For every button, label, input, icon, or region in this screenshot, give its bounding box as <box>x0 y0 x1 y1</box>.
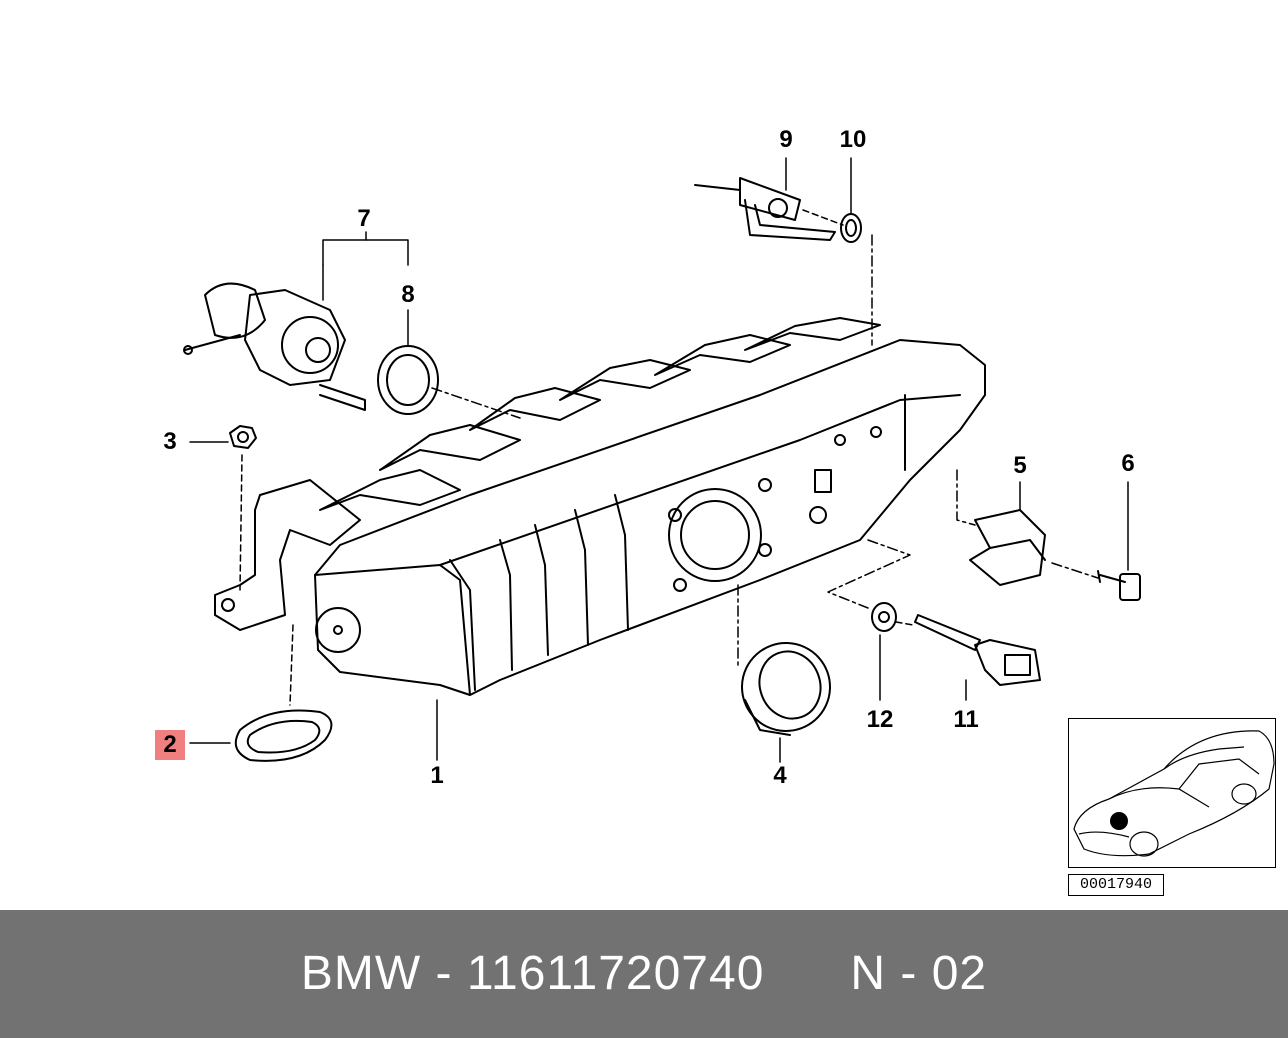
callout-11[interactable]: 11 <box>953 706 979 733</box>
car-outline-icon <box>1073 730 1275 857</box>
callout-7[interactable]: 7 <box>357 205 371 232</box>
callout-8[interactable]: 8 <box>401 281 415 308</box>
footer-caption: BMW - 11611720740 N - 02 <box>0 910 1288 1038</box>
nut-drawing <box>229 425 257 449</box>
ring-4-drawing <box>741 642 831 736</box>
callout-9[interactable]: 9 <box>779 126 793 153</box>
sensor-11-drawing <box>871 602 1041 686</box>
brand-label: BMW <box>300 947 422 1000</box>
callout-6[interactable]: 6 <box>1121 450 1135 477</box>
bolt-drawing <box>1097 570 1141 601</box>
sensor-9-drawing <box>694 177 862 243</box>
position-code: N - 02 <box>850 947 988 1000</box>
separator: - <box>435 947 453 1000</box>
diagram-code-label: 00017940 <box>1068 874 1164 896</box>
idle-valve-drawing <box>183 282 439 415</box>
callout-1[interactable]: 1 <box>430 762 444 789</box>
callout-12[interactable]: 12 <box>866 706 894 733</box>
callout-5[interactable]: 5 <box>1013 452 1027 479</box>
parts-diagram: 1 2 3 4 5 6 7 8 9 10 11 12 00017940 <box>155 126 1276 896</box>
gasket-drawing <box>234 709 333 762</box>
callout-2-highlighted[interactable]: 2 <box>155 730 185 760</box>
diagram-drawing <box>183 157 1141 763</box>
vehicle-location-thumbnail <box>1068 718 1276 868</box>
part-number: 11611720740 <box>466 947 765 1000</box>
callout-4[interactable]: 4 <box>773 762 787 789</box>
footer-bar: BMW - 11611720740 N - 02 <box>0 910 1288 1038</box>
callout-3[interactable]: 3 <box>163 428 177 455</box>
bracket-drawing <box>969 509 1046 586</box>
callout-10[interactable]: 10 <box>839 126 867 153</box>
intake-manifold-drawing <box>214 317 986 696</box>
